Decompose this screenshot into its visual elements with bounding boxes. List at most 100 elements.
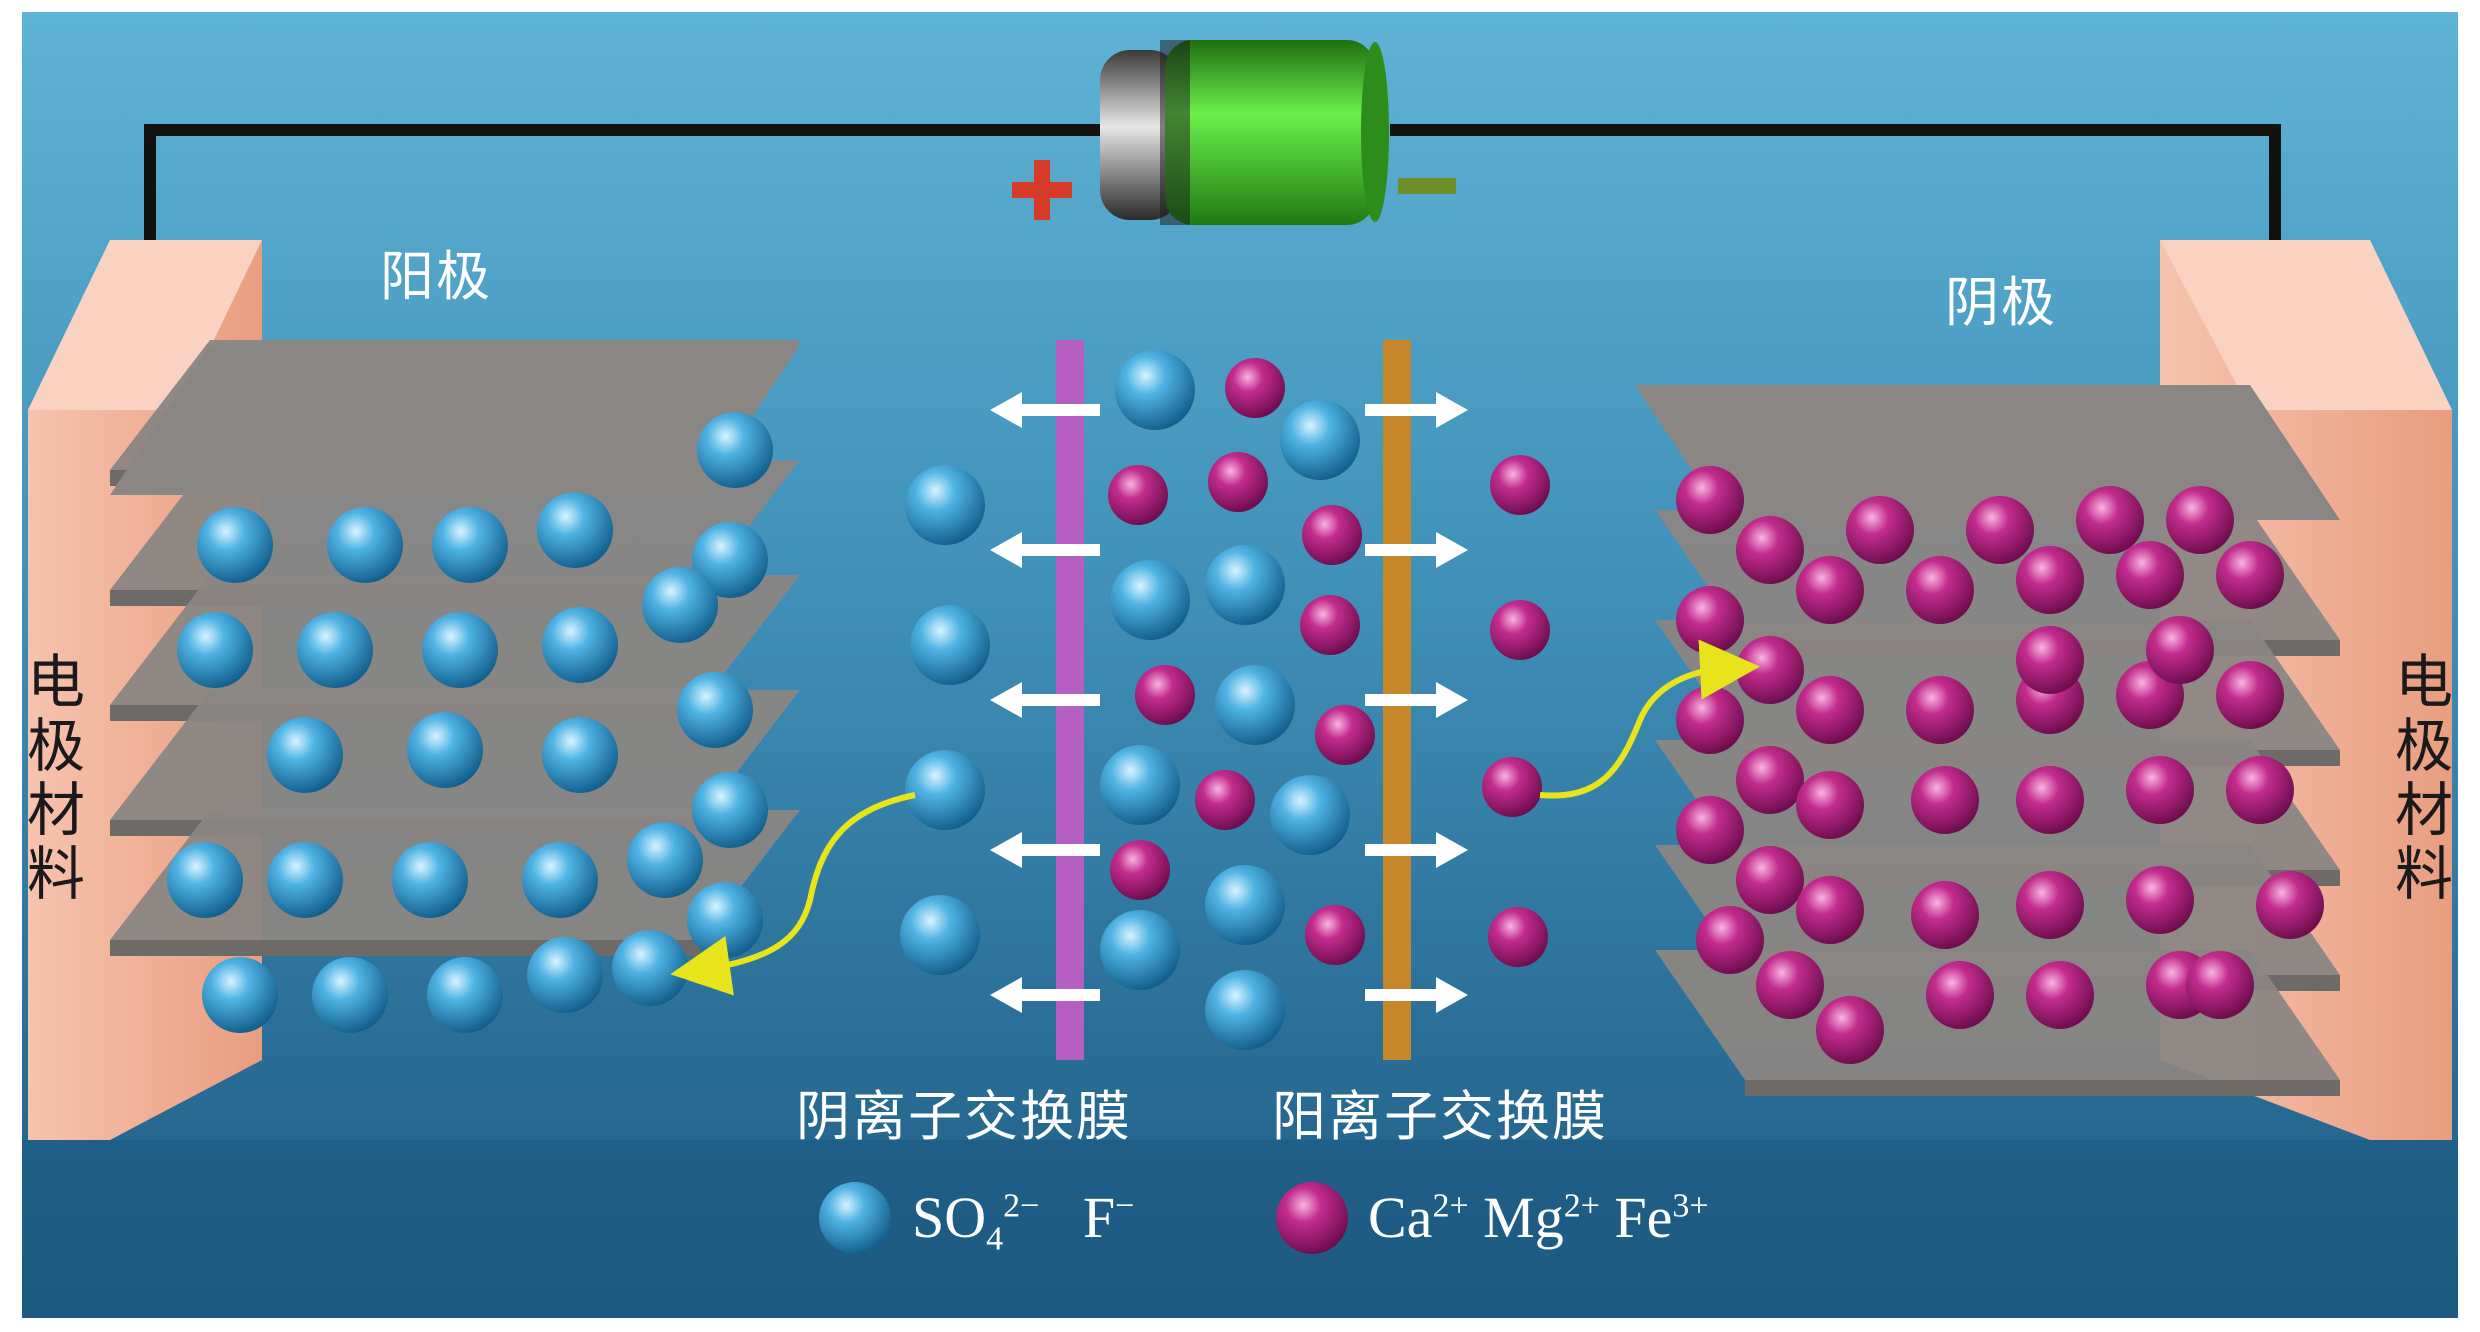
anion-ball <box>692 772 768 848</box>
cation-ball <box>1490 600 1550 660</box>
anode-plate-top <box>110 345 800 495</box>
cation-ball <box>1225 358 1285 418</box>
cation-ball <box>1300 595 1360 655</box>
left-electrode-material-label: 电极材料 <box>24 650 88 906</box>
anode-plate-edge <box>110 940 700 956</box>
anion-ball <box>202 957 278 1033</box>
cation-ball <box>1796 771 1864 839</box>
cation-ball <box>1110 840 1170 900</box>
anion-ball <box>297 612 373 688</box>
cation-ball <box>1906 676 1974 744</box>
cation-ball <box>1696 906 1764 974</box>
cathode-plate-edge <box>1745 1080 2340 1096</box>
cation-ball <box>1676 466 1744 534</box>
cation-ball <box>1926 961 1994 1029</box>
cation-ball <box>1736 636 1804 704</box>
anion-ball <box>527 937 603 1013</box>
cation-ball <box>1736 516 1804 584</box>
cation-ball <box>2186 951 2254 1019</box>
anion-ball <box>327 507 403 583</box>
cation-ball <box>1736 746 1804 814</box>
cation-ball <box>1736 846 1804 914</box>
anion-ball <box>267 842 343 918</box>
anion-ball <box>900 895 980 975</box>
anion-ball <box>522 842 598 918</box>
anion-ball <box>687 882 763 958</box>
battery-icon <box>1100 40 1389 225</box>
cation-ball <box>1796 676 1864 744</box>
anode-label: 阳极 <box>380 232 492 311</box>
anion-ball <box>1270 775 1350 855</box>
anion-ball <box>1280 400 1360 480</box>
cation-ball <box>1906 556 1974 624</box>
cation-ball <box>1488 907 1548 967</box>
anion-ball <box>1205 545 1285 625</box>
anion-ball <box>427 957 503 1033</box>
anion-ball <box>422 612 498 688</box>
cathode-label: 阴极 <box>1945 258 2057 337</box>
cation-ball <box>1490 455 1550 515</box>
anion-ball <box>392 842 468 918</box>
cation-ball <box>2256 871 2324 939</box>
anion-ball <box>407 712 483 788</box>
anion-ball <box>312 957 388 1033</box>
cation-ball <box>1108 465 1168 525</box>
cation-ball <box>2016 546 2084 614</box>
minus-icon <box>1398 178 1456 194</box>
cation-membrane-label: 阳离子交换膜 <box>1272 1072 1608 1151</box>
anion-ball <box>267 717 343 793</box>
cation-ball <box>1676 686 1744 754</box>
cation-ball <box>2016 626 2084 694</box>
anion-ball <box>642 567 718 643</box>
cation-ball <box>1816 996 1884 1064</box>
cation-ball <box>1796 876 1864 944</box>
legend-anion-text: SO42− F− <box>912 1184 1134 1259</box>
cation-ball <box>1195 770 1255 830</box>
anion-membrane-label: 阴离子交换膜 <box>796 1072 1132 1151</box>
cation-ball <box>1676 796 1744 864</box>
cation-ball <box>1676 586 1744 654</box>
right-electrode-material-label: 电极材料 <box>2392 650 2456 906</box>
anion-ball <box>177 612 253 688</box>
legend-cation-ball <box>1276 1182 1348 1254</box>
anion-ball <box>1100 745 1180 825</box>
anion-ball <box>905 465 985 545</box>
anion-ball <box>197 507 273 583</box>
cation-ball <box>1135 665 1195 725</box>
anion-ball <box>1100 910 1180 990</box>
anion-ball <box>1205 865 1285 945</box>
cation-ball <box>2016 766 2084 834</box>
anion-ball <box>677 672 753 748</box>
cation-ball <box>2146 616 2214 684</box>
cation-ball <box>2216 541 2284 609</box>
cation-ball <box>2016 871 2084 939</box>
anion-ball <box>905 750 985 830</box>
cation-ball <box>2166 486 2234 554</box>
anion-ball <box>627 822 703 898</box>
anion-ball <box>697 412 773 488</box>
anion-ball <box>1205 970 1285 1050</box>
cation-ball <box>2026 961 2094 1029</box>
cation-ball <box>2126 756 2194 824</box>
cation-ball <box>1966 496 2034 564</box>
cation-ball <box>1482 757 1542 817</box>
cation-ball <box>2116 541 2184 609</box>
anion-ball <box>167 842 243 918</box>
cation-ball <box>2076 486 2144 554</box>
cation-ball <box>1846 496 1914 564</box>
bottom-band <box>22 1140 2458 1318</box>
cation-ball <box>1911 881 1979 949</box>
legend-anion-ball <box>819 1182 891 1254</box>
cation-ball <box>2126 866 2194 934</box>
anion-ball <box>910 605 990 685</box>
legend-cation-text: Ca2+ Mg2+ Fe3+ <box>1368 1184 1709 1251</box>
cation-ball <box>1796 556 1864 624</box>
cation-ball <box>2216 661 2284 729</box>
cation-ball <box>1911 766 1979 834</box>
cation-ball <box>1302 505 1362 565</box>
anion-ball <box>537 492 613 568</box>
cation-ball <box>1315 705 1375 765</box>
anion-ball <box>1110 560 1190 640</box>
cation-ball <box>1756 951 1824 1019</box>
